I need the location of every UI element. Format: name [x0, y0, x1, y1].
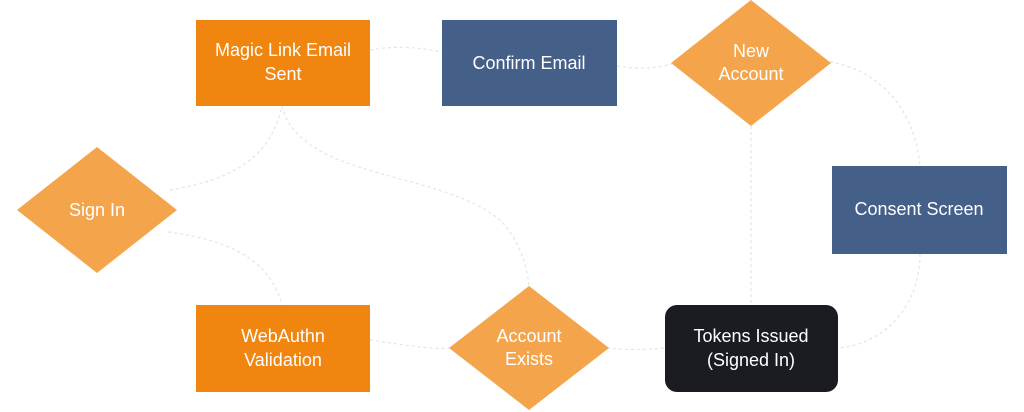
node-confirm-email[interactable]: Confirm Email — [442, 20, 617, 106]
connectors — [167, 46, 921, 351]
process-box — [442, 20, 617, 106]
node-label-line: New — [733, 41, 770, 61]
process-box — [832, 166, 1007, 254]
node-sign-in[interactable]: Sign In — [17, 147, 177, 273]
node-label-line: Magic Link Email — [215, 40, 351, 60]
decision-diamond — [17, 147, 177, 273]
node-label-line: Account — [496, 326, 561, 346]
connector-sign-in-to-webauthn — [167, 231, 283, 306]
node-label-line: Tokens Issued — [693, 326, 808, 346]
node-label-line: Consent Screen — [854, 199, 983, 219]
connector-consent-to-tokens — [837, 253, 921, 349]
node-label-line: Sign In — [69, 200, 125, 220]
connector-magic-to-account-exists — [281, 105, 530, 288]
decision-diamond — [449, 286, 609, 410]
node-account-exists[interactable]: Account Exists — [449, 286, 609, 410]
node-label-line: Account — [718, 64, 783, 84]
connector-magic-to-confirm — [369, 46, 443, 53]
connector-sign-in-to-magic — [169, 105, 283, 191]
terminal-box — [665, 305, 838, 392]
connector-confirm-to-new-account — [616, 63, 673, 69]
node-consent-screen[interactable]: Consent Screen — [832, 166, 1007, 254]
node-new-account[interactable]: New Account — [671, 0, 831, 126]
node-label-line: Validation — [244, 350, 322, 370]
node-label-line: Confirm Email — [472, 53, 585, 73]
node-tokens-issued[interactable]: Tokens Issued (Signed In) — [665, 305, 838, 392]
node-webauthn-validation[interactable]: WebAuthn Validation — [196, 305, 370, 392]
node-label-line: Sent — [264, 64, 301, 84]
connector-account-exists-to-tokens — [606, 347, 666, 351]
node-label-line: (Signed In) — [707, 350, 795, 370]
node-magic-link-email-sent[interactable]: Magic Link Email Sent — [196, 20, 370, 106]
node-label-line: WebAuthn — [241, 326, 325, 346]
connector-webauthn-to-account-exists — [369, 339, 452, 349]
decision-diamond — [671, 0, 831, 126]
process-box — [196, 305, 370, 392]
connector-new-account-to-consent — [829, 61, 921, 167]
node-label-line: Exists — [505, 349, 553, 369]
process-box — [196, 20, 370, 106]
